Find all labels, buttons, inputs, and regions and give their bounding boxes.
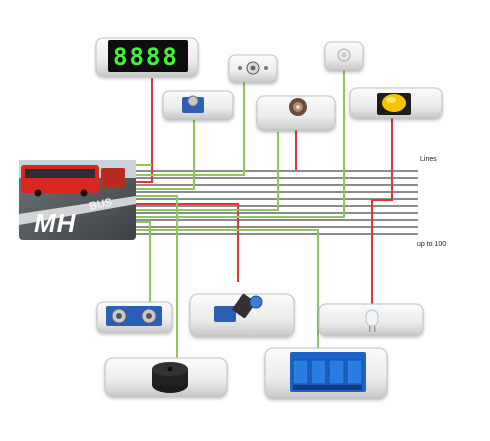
color-sensor-module (256, 95, 336, 131)
relay-board-module (264, 347, 388, 399)
hub-image: BUS (19, 160, 136, 240)
buzzer-module (104, 357, 228, 397)
potentiometer-icon (214, 294, 263, 322)
hub-label: MH (34, 208, 77, 238)
buzzer-icon (152, 362, 188, 393)
relay-board-icon (290, 352, 366, 392)
push-button-module (349, 87, 443, 119)
green-wire-relay (135, 229, 319, 350)
ultrasonic-sensor-icon (106, 306, 162, 326)
ultrasonic-sensor-module (96, 301, 173, 333)
green-wire-motion-sensor (135, 70, 345, 218)
temperature-sensor-icon (182, 95, 204, 113)
red-wire-display (135, 78, 153, 183)
lines-label: Lines (420, 156, 437, 163)
light-sensor-module (228, 54, 278, 83)
green-wire-buzzer (135, 195, 178, 360)
green-wires (135, 70, 345, 360)
temperature-sensor-module (162, 90, 234, 120)
red-wire-push-button (371, 118, 393, 304)
green-wire-color-sensor (135, 132, 279, 211)
display-module (95, 37, 199, 77)
red-wire-potentiometer (135, 203, 239, 282)
svg-text:BUS: BUS (88, 196, 113, 213)
led-icon (365, 309, 379, 332)
light-sensor-icon (238, 61, 268, 75)
up-to-label: up to 100 (417, 241, 447, 248)
display-digits: 8888 (113, 43, 179, 71)
seven-segment-display-icon (108, 40, 188, 72)
bus-lines (135, 170, 418, 235)
pir-sensor-icon (337, 48, 351, 62)
push-button-icon (377, 93, 411, 115)
red-wires (135, 78, 393, 304)
green-wire-light-sensor (135, 82, 245, 176)
led-module (318, 303, 424, 336)
color-sensor-icon (289, 98, 307, 116)
potentiometer-module (189, 293, 295, 337)
motion-sensor-module (324, 41, 364, 71)
green-wire-temperature-sensor (135, 120, 195, 190)
